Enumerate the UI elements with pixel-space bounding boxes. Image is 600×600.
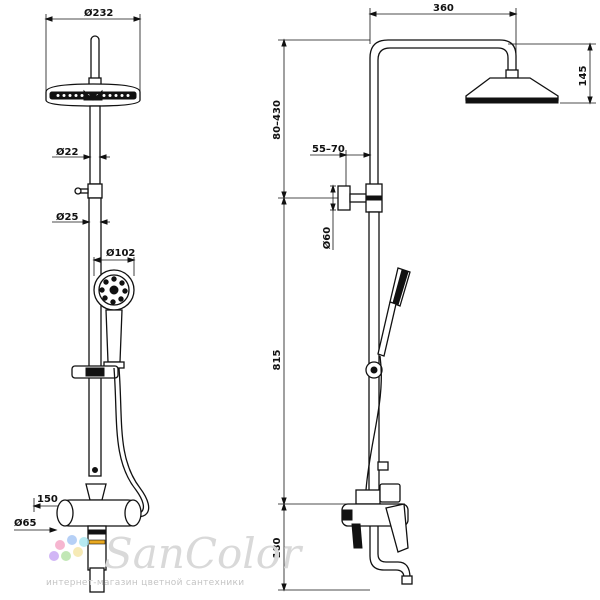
watermark-brand: SanColor xyxy=(104,529,304,578)
watermark-dot xyxy=(55,540,65,550)
dim-head-height: 145 xyxy=(578,66,589,87)
dim-mixer-width: 150 xyxy=(37,494,58,505)
watermark-dots xyxy=(49,535,89,561)
dim-handshower-diameter: Ø102 xyxy=(106,247,135,259)
hand-shower-side xyxy=(377,267,411,357)
watermark-dot xyxy=(49,551,59,561)
dim-adjust-range: 80–430 xyxy=(272,100,283,140)
dim-pipe-upper-diameter: Ø22 xyxy=(56,146,78,158)
dim-column-height: 815 xyxy=(272,350,283,371)
dim-wall-offset: 55–70 xyxy=(312,144,345,155)
hand-shower-front: Ø102 xyxy=(92,247,136,369)
watermark-dot xyxy=(61,551,71,561)
dim-mixer-diameter: Ø65 xyxy=(14,517,36,529)
watermark-dot xyxy=(79,537,89,547)
watermark-dot xyxy=(67,535,77,545)
watermark-dot xyxy=(73,547,83,557)
side-view: 360 145 80–430 55–70 xyxy=(272,3,596,592)
dim-head-diameter: Ø232 xyxy=(84,7,113,19)
mixer-front: 150 Ø65 xyxy=(14,483,142,593)
watermark: SanColor интернет-магазин цветной сантех… xyxy=(46,529,304,588)
dim-arm-reach: 360 xyxy=(433,3,454,14)
dim-mixer-height: 180 xyxy=(272,538,283,559)
dim-bracket-diameter: Ø60 xyxy=(321,227,333,249)
dim-pipe-lower-diameter: Ø25 xyxy=(56,211,78,223)
mixer-side xyxy=(341,483,413,585)
front-view: Ø232 Ø22 xyxy=(14,7,150,593)
rain-head-side xyxy=(465,77,559,104)
watermark-tagline: интернет-магазин цветной сантехники xyxy=(46,578,244,588)
rain-head-front xyxy=(45,83,141,107)
